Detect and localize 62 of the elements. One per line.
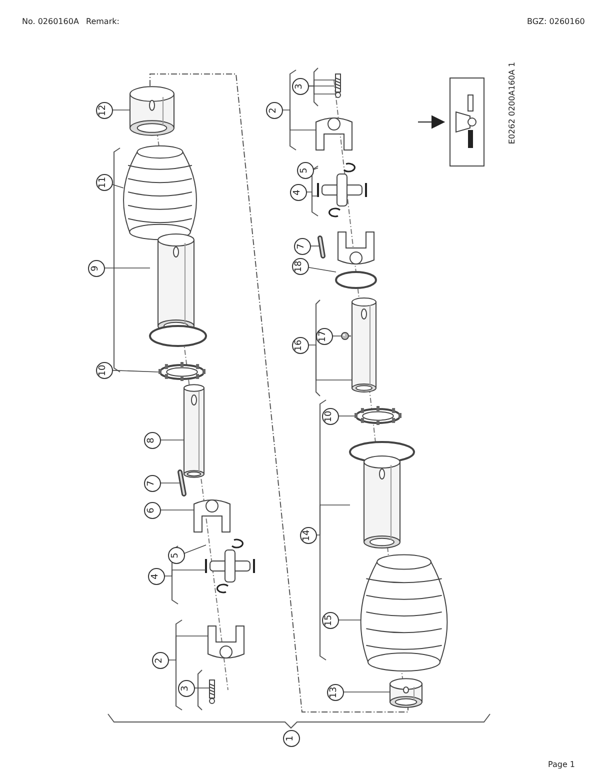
- ring-drawing: [158, 362, 206, 381]
- ring-drawing: [354, 406, 402, 425]
- leader-line: [184, 544, 206, 554]
- page-number: Page 1: [548, 760, 575, 769]
- leader-line: [112, 184, 124, 188]
- callout-number: 9: [88, 260, 104, 276]
- callout-number: 10: [322, 408, 338, 424]
- callout-number: 17: [316, 328, 332, 344]
- callout-number: 5: [296, 162, 314, 178]
- ball-drawing: [341, 332, 352, 340]
- callout-number: 7: [144, 474, 160, 492]
- tube-drawing: [184, 384, 204, 478]
- leader-line: [160, 482, 180, 484]
- callout-number: 5: [168, 546, 184, 564]
- leader-line: [308, 86, 336, 94]
- callout-number: 14: [300, 526, 316, 544]
- callout-number: 13: [326, 684, 344, 700]
- leader-line: [316, 504, 350, 536]
- pin-drawing: [178, 470, 186, 496]
- callout-number: 7: [294, 238, 310, 254]
- yoke-drawing: [208, 626, 244, 658]
- leader-line: [168, 636, 208, 660]
- callout-number: 3: [178, 680, 194, 696]
- yoke-drawing: [316, 118, 352, 150]
- cross-joint-drawing: [317, 162, 367, 218]
- callout-number: 10: [96, 362, 112, 378]
- callout-number: 2: [152, 652, 168, 668]
- tube-drawing: [349, 441, 415, 548]
- callout-number: 1: [282, 730, 300, 746]
- sleeve-drawing: [390, 678, 422, 708]
- cross-joint-drawing: [205, 538, 255, 594]
- leader-line: [282, 110, 316, 130]
- callout-number: 4: [290, 184, 306, 200]
- callout-number: 16: [292, 336, 308, 354]
- drawing-code: E0262 0200A160A 1: [508, 62, 516, 144]
- callout-number: 11: [96, 174, 112, 190]
- callout-number: 3: [292, 78, 308, 94]
- document-code: BGZ: 0260160: [527, 17, 585, 26]
- yoke-drawing: [194, 500, 230, 532]
- pin-drawing: [318, 236, 326, 258]
- callout-number: 12: [96, 102, 112, 118]
- callout-number: 4: [148, 568, 164, 584]
- sleeve-drawing: [130, 86, 174, 136]
- leader-line: [306, 192, 318, 196]
- tube-drawing: [352, 298, 376, 392]
- grease-nipple-drawing: [335, 74, 341, 98]
- leader-line: [112, 370, 159, 372]
- bellows-drawing: [123, 145, 197, 240]
- callout-number: 15: [322, 612, 338, 628]
- yoke-drawing: [335, 232, 377, 289]
- leader-line: [164, 570, 206, 576]
- document-number: No. 0260160A: [22, 17, 79, 26]
- grease-nipple-drawing: [209, 680, 215, 704]
- tube-drawing: [149, 234, 207, 347]
- callout-number: 18: [292, 258, 308, 274]
- remark-label: Remark:: [86, 17, 120, 26]
- callout-number: 8: [144, 432, 160, 448]
- bellows-drawing: [360, 554, 448, 672]
- leader-line: [308, 344, 352, 380]
- callout-number: 2: [266, 102, 282, 118]
- callout-number: 6: [144, 502, 160, 518]
- leader-line: [308, 267, 336, 272]
